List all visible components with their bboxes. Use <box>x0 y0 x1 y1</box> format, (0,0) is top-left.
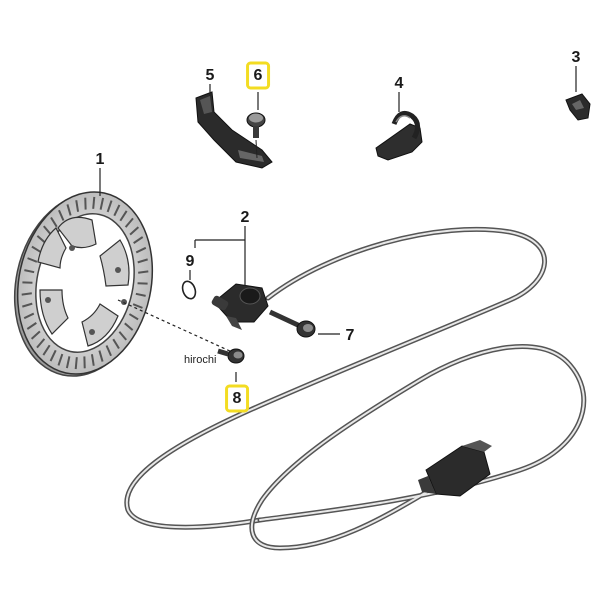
ring-tooth <box>22 293 32 294</box>
ring-bolt-part <box>218 349 244 363</box>
callout-7: 7 <box>346 327 355 344</box>
sensor-bolt-part <box>270 312 315 337</box>
abs-sensor-body <box>211 284 268 330</box>
ring-tooth <box>138 271 148 272</box>
bracket-part <box>196 92 272 168</box>
callout-2: 2 <box>241 209 250 226</box>
small-clip-part <box>566 94 590 120</box>
callout-4: 4 <box>395 75 404 92</box>
sensor-cable <box>127 229 584 548</box>
callout-6: 6 <box>254 67 263 84</box>
callout-3: 3 <box>572 49 581 66</box>
abs-sensor-ring <box>0 179 169 388</box>
callout-labels: 1 2 3 4 5 6 7 8 9 <box>96 49 581 407</box>
leader-lines <box>100 66 576 382</box>
ring-tooth <box>76 357 77 369</box>
connector-plug <box>418 440 492 496</box>
callout-9: 9 <box>186 253 195 270</box>
callout-5: 5 <box>206 67 215 84</box>
ring-tooth <box>93 197 94 209</box>
callout-1: 1 <box>96 151 105 168</box>
cable-clip-part <box>376 113 422 160</box>
callout-8: 8 <box>233 390 242 407</box>
o-ring-part <box>180 279 197 300</box>
watermark-text: hirochi <box>184 354 216 366</box>
